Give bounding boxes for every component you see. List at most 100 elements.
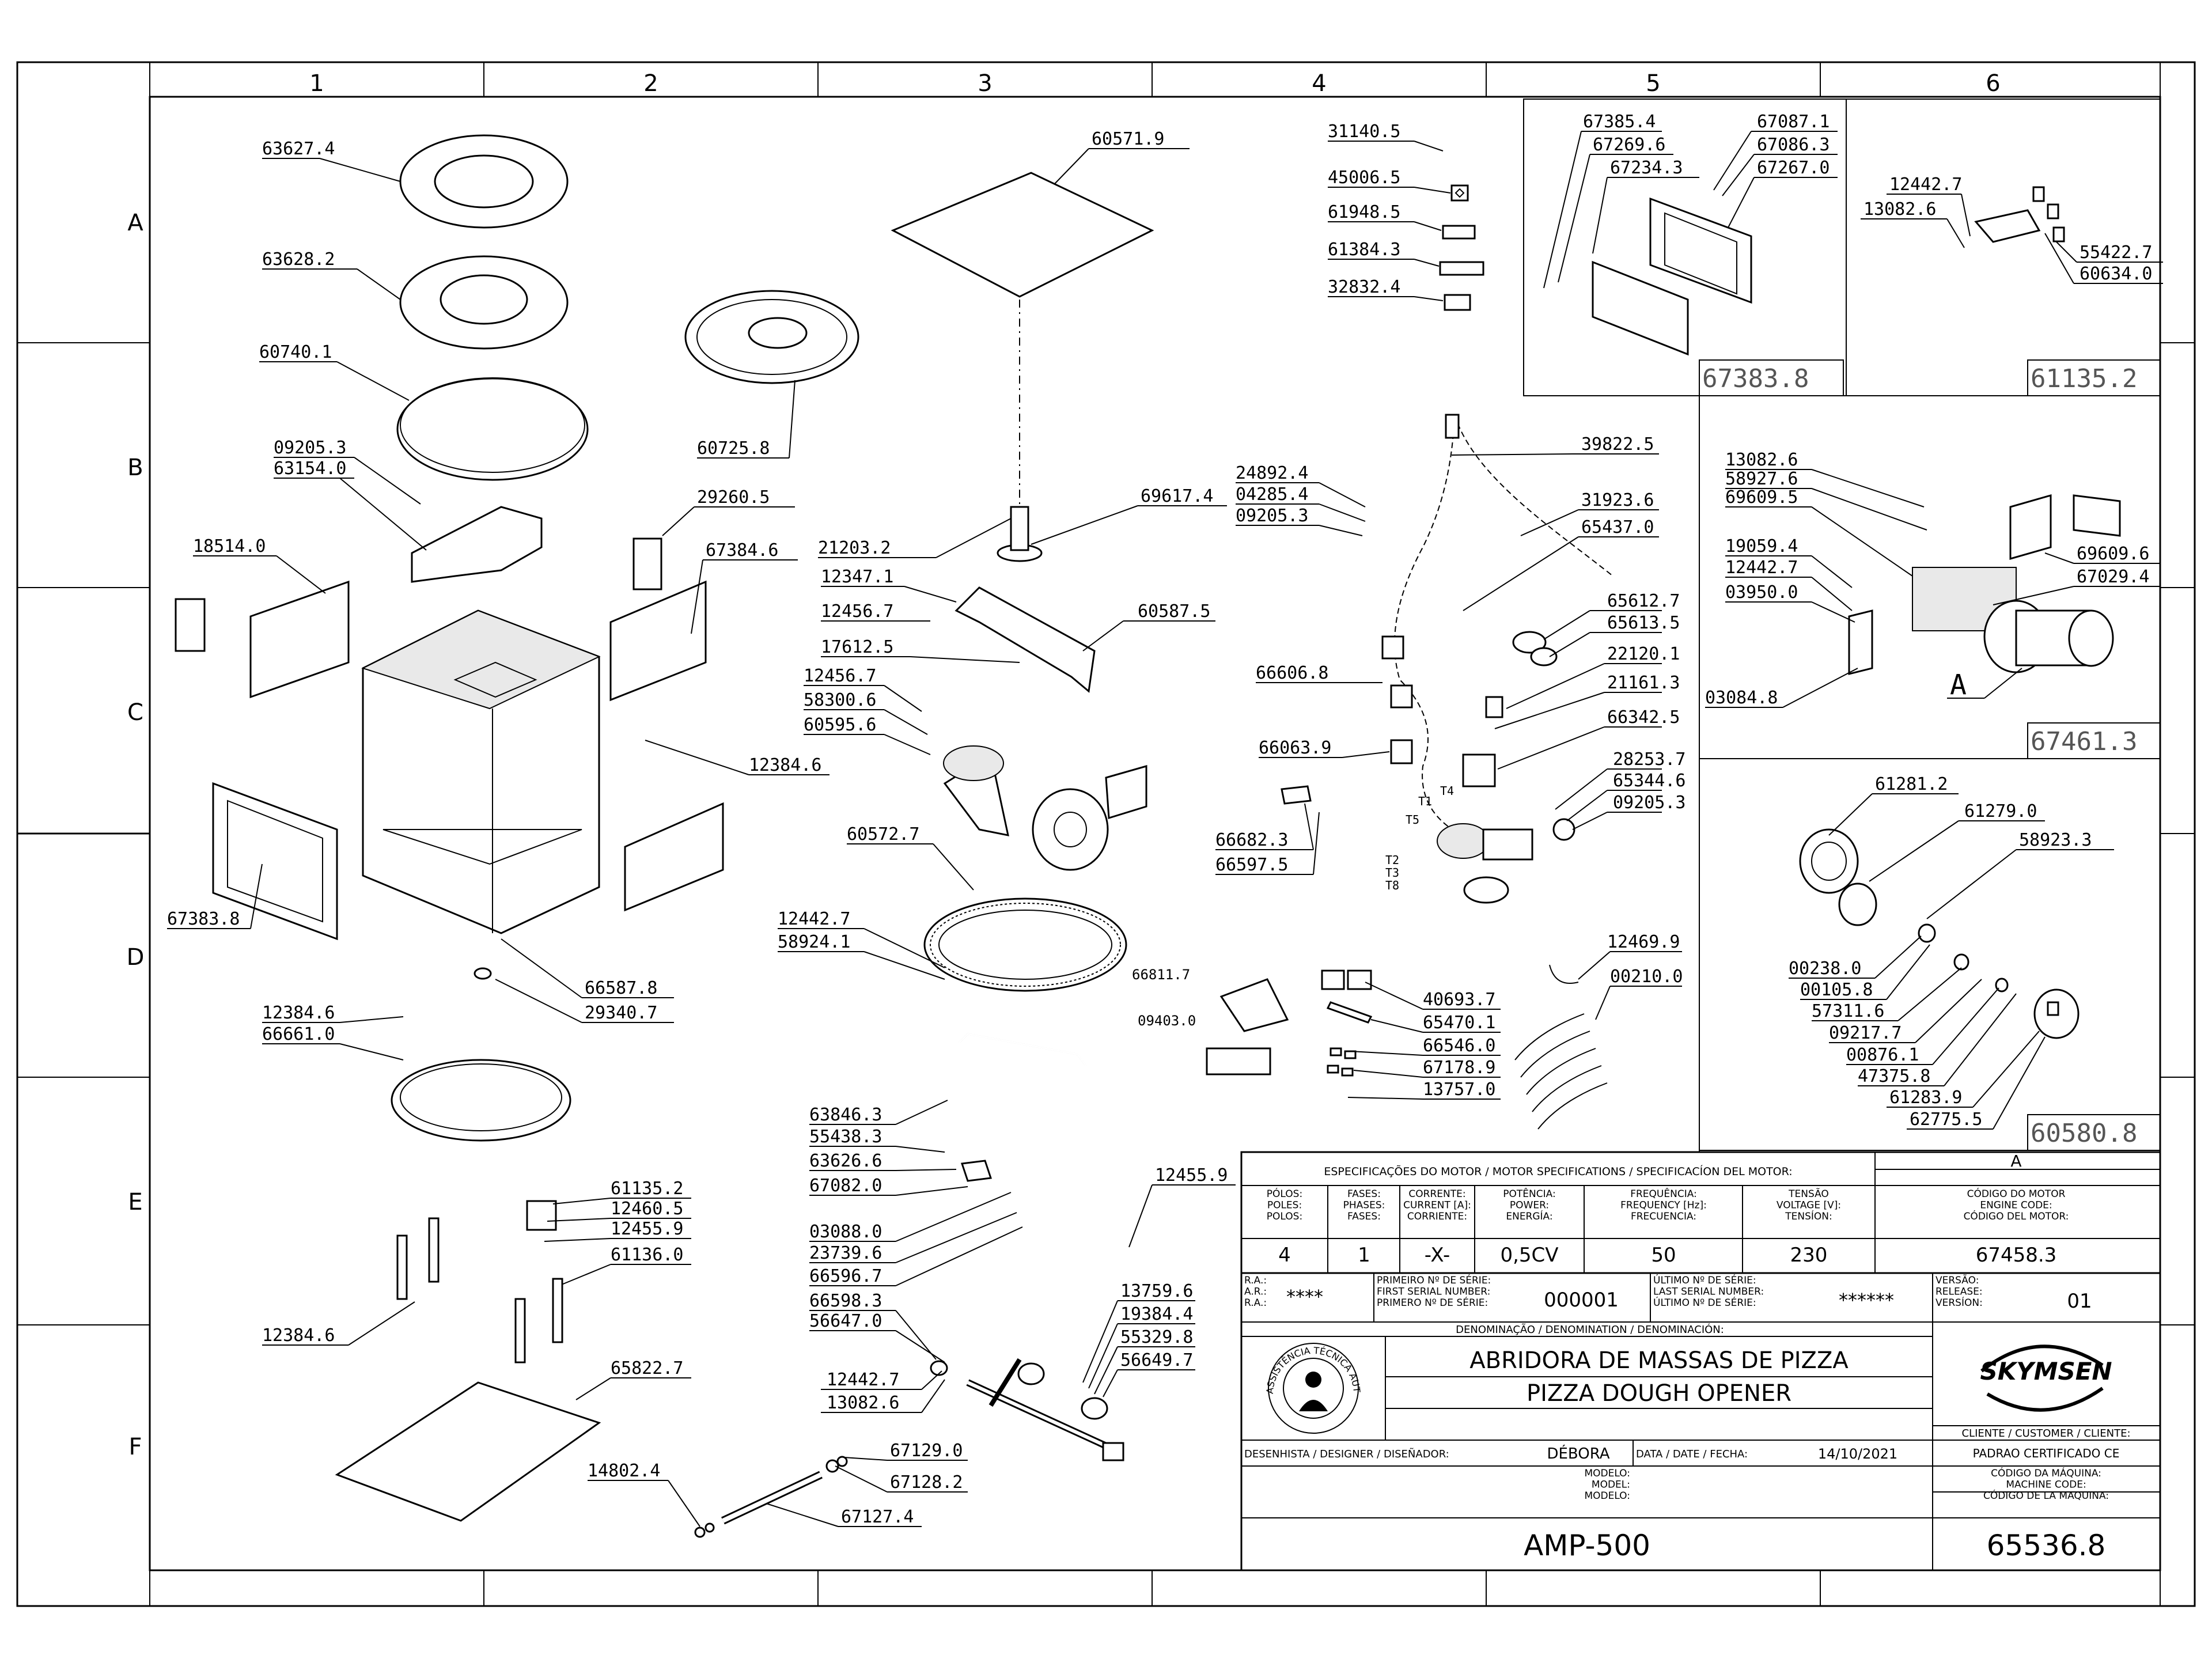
ra-value: **** — [1286, 1286, 1323, 1308]
label-line: ENERGÍA: — [1506, 1210, 1552, 1222]
callout: 12384.6 — [749, 755, 821, 775]
date-value: 14/10/2021 — [1818, 1446, 1897, 1462]
callout: 12442.7 — [827, 1370, 899, 1390]
callout: 31923.6 — [1581, 490, 1654, 510]
motor-code: 67458.3 — [1976, 1244, 2057, 1267]
callout: 13759.6 — [1120, 1281, 1193, 1301]
label-line: PÓLOS: — [1267, 1187, 1302, 1200]
callout: 09403.0 — [1138, 1013, 1196, 1029]
callout: 57311.6 — [1812, 1001, 1884, 1021]
callout: 67129.0 — [890, 1441, 963, 1461]
callout: 31140.5 — [1328, 122, 1400, 142]
denomination-label: DENOMINAÇÃO / DENOMINATION / DENOMINACIÓ… — [1456, 1323, 1724, 1336]
motor-poles: 4 — [1278, 1244, 1291, 1267]
grid-row-d: D — [127, 944, 145, 971]
grid-col-6: 6 — [1986, 70, 2000, 97]
wire-tag: T3 — [1385, 866, 1399, 880]
callout: 66587.8 — [585, 978, 657, 998]
label-line: VOLTAGE [V]: — [1777, 1200, 1841, 1211]
callout: 58923.3 — [2019, 830, 2092, 850]
callout: 29260.5 — [697, 487, 770, 507]
label-line: FRECUENCIA: — [1631, 1211, 1696, 1222]
callout: 67178.9 — [1423, 1058, 1495, 1078]
view-letter: A — [1950, 669, 1967, 701]
model-value: AMP-500 — [1524, 1529, 1650, 1562]
sheet-frame: 1 2 3 4 5 6 A B C D E F — [16, 61, 2196, 1607]
callout: 12442.7 — [1889, 175, 1962, 195]
callout: 65344.6 — [1613, 771, 1685, 791]
callout: 69609.6 — [2077, 544, 2149, 564]
callout: 67383.8 — [167, 909, 240, 929]
callout: 12469.9 — [1607, 932, 1680, 952]
skymsen-logo: SKYMSEN — [1980, 1344, 2112, 1412]
callout: 61135.2 — [611, 1179, 683, 1199]
callout: 60725.8 — [697, 438, 770, 459]
callout: 67384.6 — [706, 540, 778, 560]
wire-tag: T1 — [1418, 794, 1432, 808]
label-line: FASES: — [1347, 1211, 1381, 1222]
callout: 32832.4 — [1328, 277, 1400, 297]
callout: 69617.4 — [1141, 486, 1213, 506]
callout: 55438.3 — [809, 1127, 882, 1147]
callout: 61384.3 — [1328, 240, 1400, 260]
callout: 19059.4 — [1725, 536, 1798, 556]
wire-tag: T4 — [1440, 784, 1454, 798]
machine-name-en: PIZZA DOUGH OPENER — [1527, 1380, 1791, 1407]
callout: 66546.0 — [1423, 1036, 1495, 1056]
label-line: VERSÃO: — [1936, 1274, 1979, 1286]
callout: 67127.4 — [841, 1507, 914, 1527]
callout: 13082.6 — [1863, 199, 1936, 219]
callout: 12455.9 — [1155, 1165, 1228, 1185]
ra-label: R.A.:A.R.:R.A.: — [1244, 1275, 1267, 1309]
callout: 60572.7 — [847, 824, 919, 844]
last-serial-number: ****** — [1839, 1289, 1894, 1311]
designer-name: DÉBORA — [1547, 1444, 1609, 1463]
label-line: POTÊNCIA: — [1503, 1187, 1555, 1200]
label-line: A.R.: — [1244, 1286, 1267, 1298]
grid-row-e: E — [128, 1189, 142, 1215]
drive-assembly-parts — [684, 172, 1154, 1461]
callout: 69609.5 — [1725, 487, 1798, 507]
label-line: FIRST SERIAL NUMBER: — [1377, 1286, 1490, 1298]
callout: 67234.3 — [1610, 158, 1683, 178]
callout: 21161.3 — [1607, 673, 1680, 693]
callout: 66811.7 — [1132, 967, 1190, 983]
callout: 13082.6 — [1725, 450, 1798, 470]
callout: 67269.6 — [1593, 135, 1665, 155]
motor-frequency: 50 — [1651, 1244, 1676, 1267]
grid-col-4: 4 — [1312, 70, 1326, 97]
callout: 00105.8 — [1800, 980, 1873, 1000]
detail-title: 60580.8 — [2031, 1119, 2137, 1148]
callout: 66606.8 — [1256, 663, 1328, 683]
power-label: POTÊNCIA:POWER:ENERGÍA: — [1503, 1187, 1555, 1222]
label-line: POLES: — [1267, 1200, 1302, 1211]
callout: 56649.7 — [1120, 1350, 1193, 1370]
callout: 00238.0 — [1789, 959, 1861, 979]
poles-label: PÓLOS:POLES:POLOS: — [1267, 1187, 1302, 1222]
label-line: VERSÍON: — [1936, 1296, 1983, 1309]
label-line: CÓDIGO DA MÁQUINA: — [1991, 1467, 2101, 1479]
callout: 67385.4 — [1583, 112, 1656, 132]
label-line: MODELO: — [1584, 1490, 1630, 1502]
label-line: CORRENTE: — [1408, 1188, 1465, 1200]
callout: 28253.7 — [1613, 749, 1685, 770]
callout: 65613.5 — [1607, 613, 1680, 633]
callout: 67128.2 — [890, 1472, 963, 1493]
model-label: MODELO:MODEL:MODELO: — [1584, 1468, 1630, 1502]
version-number: 01 — [2067, 1290, 2092, 1313]
label-line: MODEL: — [1592, 1479, 1630, 1491]
customer-value: PADRAO CERTIFICADO CE — [1973, 1446, 2120, 1460]
callout: 65437.0 — [1581, 517, 1654, 537]
callout: 40693.7 — [1423, 990, 1495, 1010]
machine-code-label: CÓDIGO DA MÁQUINA:MACHINE CODE:CÓDIGO DE… — [1983, 1467, 2109, 1502]
callout: 03950.0 — [1725, 582, 1798, 603]
callout: 09205.3 — [1236, 506, 1308, 526]
detail-title: 61135.2 — [2031, 364, 2137, 393]
grid-col-5: 5 — [1646, 70, 1660, 97]
callout: 24892.4 — [1236, 463, 1308, 483]
callout: 58300.6 — [804, 690, 876, 710]
callout: 09205.3 — [274, 438, 346, 458]
label-line: RELEASE: — [1936, 1286, 1983, 1298]
callout: 03088.0 — [809, 1222, 882, 1242]
label-line: POWER: — [1510, 1200, 1549, 1211]
